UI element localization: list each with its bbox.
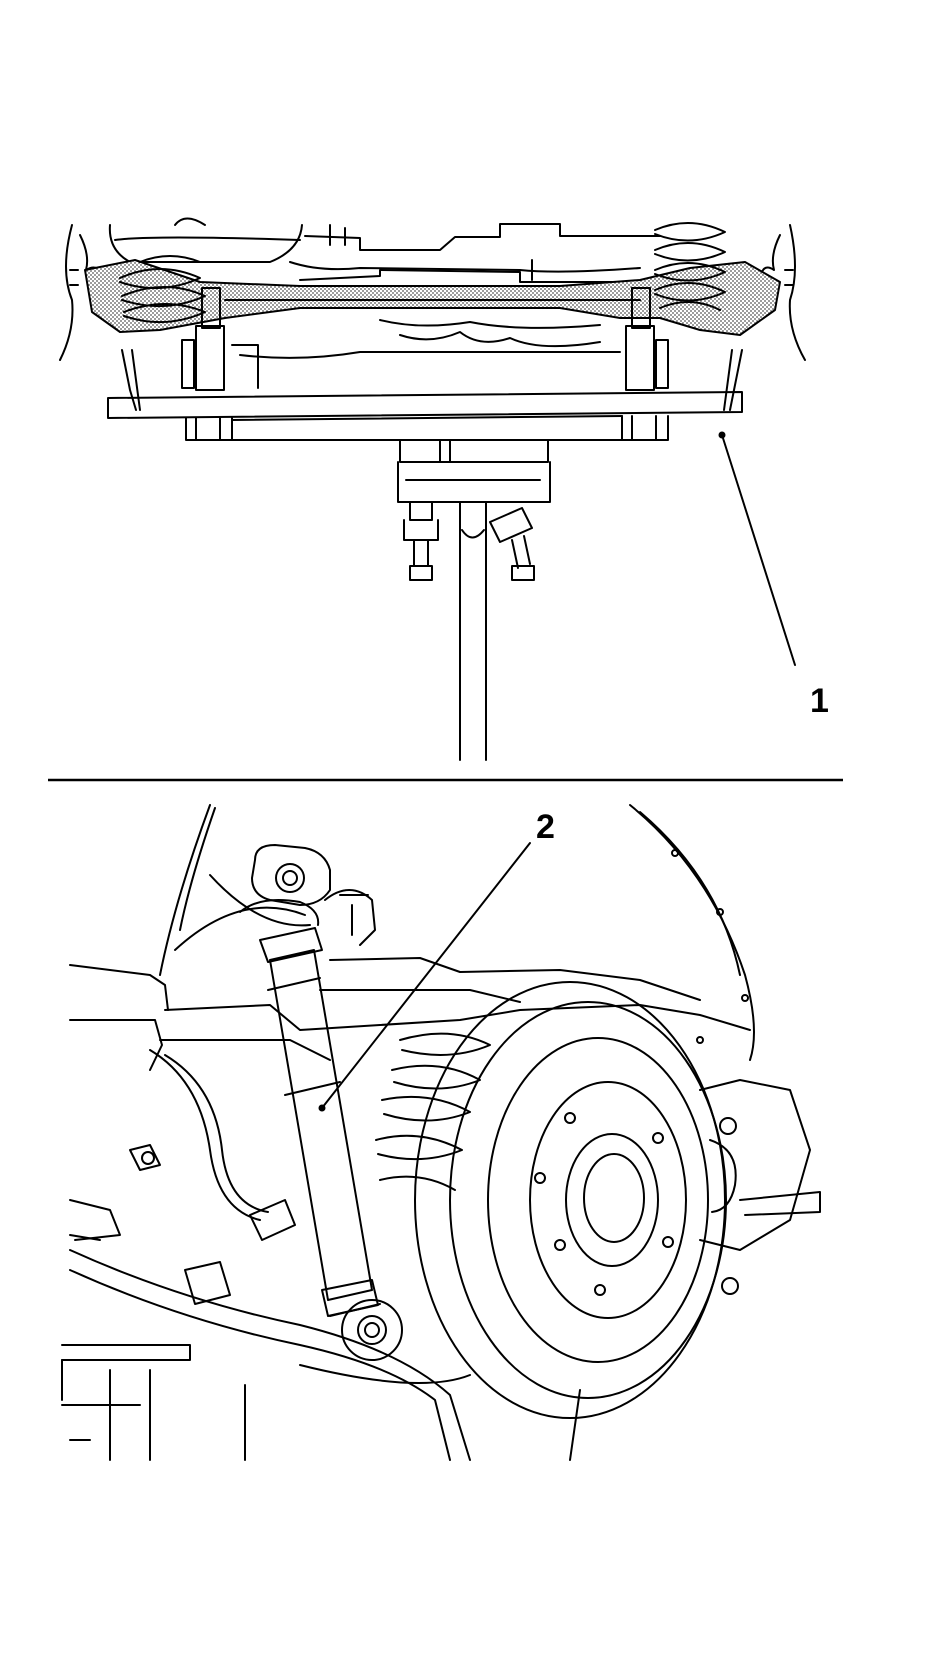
wheelhouse-body [69, 804, 755, 1071]
callout-2-leader [321, 842, 531, 1109]
upper-shock-mount [239, 844, 331, 926]
callout-2-label: 2 [536, 808, 555, 846]
shock-absorber-view [61, 804, 821, 1461]
left-coil-spring [119, 255, 206, 324]
rear-coil-spring [375, 1032, 491, 1191]
callout-1-leader [721, 434, 796, 666]
axle-beam-shaded [84, 259, 781, 336]
transmission-jack [397, 439, 551, 761]
jack-platform [107, 391, 743, 441]
brake-lines-lower-structure [61, 1049, 581, 1461]
callout-1-label: 1 [810, 682, 829, 720]
brake-disc-hub [414, 981, 821, 1419]
fixture-posts [121, 287, 743, 411]
shock-absorber [259, 927, 403, 1361]
rear-axle-on-jack-view [59, 217, 806, 761]
right-coil-spring [654, 221, 726, 311]
